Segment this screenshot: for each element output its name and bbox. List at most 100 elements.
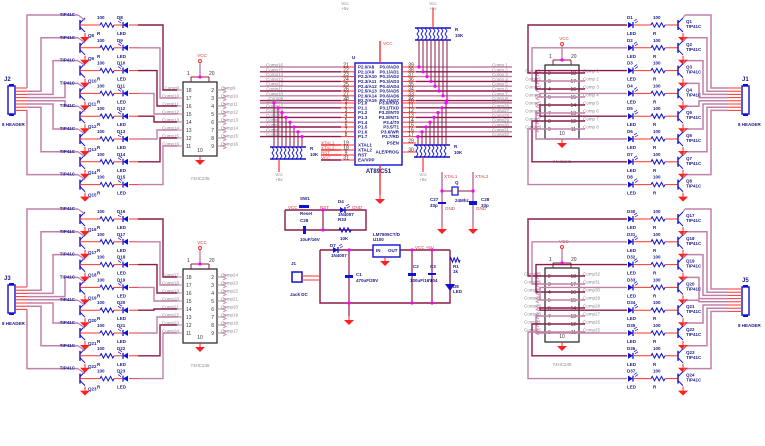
transistor-icon <box>677 177 684 192</box>
led-label: D4 <box>627 83 633 88</box>
mcu-net-label: Comp10 <box>266 91 284 96</box>
transistor-part-label: TIP41C <box>60 206 76 211</box>
transistor-part-label: TIP41C <box>60 103 76 108</box>
led-ray <box>634 351 639 355</box>
junction-dot <box>280 111 284 115</box>
chip-body <box>182 81 218 157</box>
junction-dot <box>321 208 325 212</box>
transistor-part-label: TIP41C <box>60 297 76 302</box>
transistor-icon <box>677 325 684 341</box>
mcu-net-label: Comp27 <box>492 108 510 113</box>
transistor-ref: Q9 <box>88 56 95 61</box>
chip-net-label: Comp15 <box>162 134 180 139</box>
chip-pin-number: 2 <box>548 274 551 280</box>
diode-triangle <box>123 136 128 142</box>
transistor-emitter <box>677 117 684 124</box>
mcu-net-label: Comp 4 <box>492 77 508 82</box>
mcu-pin-name: P2.5/A13 <box>358 89 377 94</box>
chip-route-wire <box>527 128 627 186</box>
led-ray <box>634 157 639 161</box>
diode-triangle <box>628 238 633 245</box>
net-connector <box>535 93 540 101</box>
junction-dot <box>471 189 475 193</box>
resistor-icon <box>99 135 115 143</box>
resistor-value: 100 <box>653 152 661 157</box>
led-ref: LED <box>627 145 637 150</box>
collector-wire <box>682 231 686 236</box>
mcu-pin-name: RST <box>358 153 367 158</box>
mcu-pin-name: P1.0 <box>358 101 368 106</box>
chip-pin-number: 13 <box>570 314 576 320</box>
mcu-net-label: Comp17 <box>266 99 284 104</box>
resistor-zigzag <box>99 352 115 360</box>
reset-frame <box>284 209 367 231</box>
transistor-icon <box>677 108 684 124</box>
junction-dot <box>430 248 434 252</box>
chip-net-label: Comp 6 <box>525 109 541 114</box>
led-ref: LED <box>627 339 637 344</box>
resistor-value: 10K <box>340 236 349 241</box>
led-ref: LED <box>627 316 637 321</box>
resistor-icon <box>650 375 666 382</box>
collector-wire <box>77 368 86 375</box>
net-connector <box>222 126 227 134</box>
resistor-value: 100 <box>653 15 661 20</box>
chip-net-label: Comp21 <box>221 297 239 302</box>
chip-route-wire <box>138 263 177 294</box>
transistor-part-label: TIP41C <box>686 115 702 120</box>
header-tab <box>743 285 748 287</box>
mcu-net-label: Comp23 <box>266 127 284 132</box>
resistor-value: 100 <box>653 129 661 134</box>
ground-icon <box>344 316 354 325</box>
resnet-ref: R <box>454 144 458 149</box>
resistor-value: 100 <box>97 323 105 328</box>
junction-dot <box>560 261 564 265</box>
resnet-element <box>299 146 303 160</box>
switch-ref: SW1 <box>300 196 310 201</box>
header-tab <box>743 315 748 317</box>
chip-pin-number: 18 <box>186 88 192 94</box>
mcu-pin-number: 7 <box>345 127 348 133</box>
chip-pin-number: 5 <box>211 112 214 118</box>
ground-icon <box>375 195 385 204</box>
junction-dot <box>292 125 296 129</box>
chip-net-label: Comp19 <box>221 313 239 318</box>
chip-route-wire <box>138 137 177 163</box>
collector-wire <box>77 322 86 329</box>
chip-pin-number: 4 <box>211 104 214 110</box>
diode-triangle <box>123 67 128 74</box>
ground-triangle <box>468 229 478 234</box>
cap-ref: C28 <box>481 197 490 202</box>
chip-net-label: Comp21 <box>162 305 180 310</box>
led-icon <box>628 178 639 188</box>
junction-dot <box>424 125 428 129</box>
ground-icon <box>678 169 688 179</box>
chip-pin-number: 6 <box>548 306 551 312</box>
led-ray <box>634 66 639 69</box>
pin-number-10: 10 <box>197 148 203 154</box>
junction-dot <box>421 70 425 74</box>
mcu-pin-number: 35 <box>408 82 414 88</box>
diode-triangle <box>628 113 633 120</box>
led-ray <box>633 281 638 284</box>
led-ray <box>118 281 123 284</box>
junction-dot <box>296 130 300 134</box>
resistor-zigzag <box>99 90 115 97</box>
ground-triangle <box>380 261 390 266</box>
junction-dot <box>420 130 424 134</box>
led-ref: LED <box>627 77 637 82</box>
led-ref: LED <box>627 271 637 276</box>
junction-dot <box>437 89 441 93</box>
diode-triangle <box>123 352 128 359</box>
chip-pin-number: 13 <box>186 315 192 321</box>
led-ref: LED <box>117 225 127 230</box>
led-icon <box>117 212 128 222</box>
resnet-value: 10K <box>310 152 319 157</box>
resistor-ref: R <box>97 385 101 390</box>
header-body <box>741 85 750 115</box>
resistor-ref: R <box>97 316 101 321</box>
chip-net-label: Comp17 <box>221 329 239 334</box>
chip-pin-number: 4 <box>211 291 214 297</box>
